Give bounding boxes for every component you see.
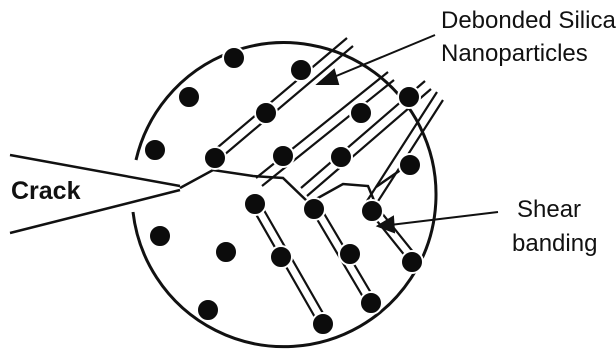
debonded-silica-label-line1: Debonded Silica <box>441 9 616 33</box>
debonded-silica-label-line2: Nanoparticles <box>441 42 588 66</box>
nanoparticle <box>244 193 266 215</box>
nanoparticle <box>223 47 245 69</box>
nanoparticle <box>178 86 200 108</box>
nanoparticle <box>399 154 421 176</box>
nanoparticle <box>149 225 171 247</box>
debonded-arrow-line <box>329 35 435 79</box>
shear-arrow-line <box>390 212 498 225</box>
shear-band-diagonal <box>256 72 394 186</box>
nanoparticle <box>215 241 237 263</box>
nanoparticle <box>401 251 423 273</box>
crack-label: Crack <box>11 179 81 204</box>
nanoparticle <box>330 146 352 168</box>
nanoparticle <box>339 243 361 265</box>
nanoparticle <box>361 200 383 222</box>
nanoparticle <box>350 102 372 124</box>
nanoparticle <box>204 147 226 169</box>
nanoparticle <box>398 86 420 108</box>
nanoparticle <box>290 59 312 81</box>
nanoparticle <box>270 246 292 268</box>
nanoparticle <box>272 145 294 167</box>
nanoparticle <box>303 198 325 220</box>
zone-boundary <box>133 43 436 347</box>
shear-banding-label-line1: Shear <box>517 198 581 222</box>
nanoparticle <box>144 139 166 161</box>
shear-bands-diagonal <box>211 38 443 209</box>
shear-banding-label-line2: banding <box>512 232 597 256</box>
nanoparticle <box>197 299 219 321</box>
nanoparticle <box>255 102 277 124</box>
nanoparticle <box>360 292 382 314</box>
crack-path <box>180 170 378 210</box>
shear-band-diagonal <box>367 92 443 209</box>
nanoparticle <box>312 313 334 335</box>
